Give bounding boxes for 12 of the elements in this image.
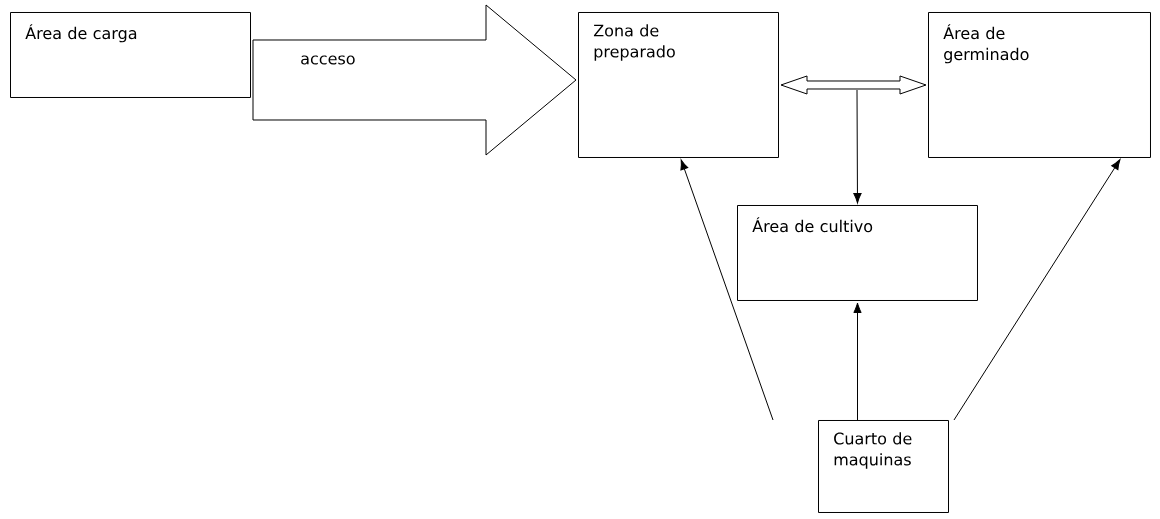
- area-box: Área de cultivo: [737, 205, 978, 301]
- block-arrow: [780, 75, 927, 95]
- block-arrow: [252, 4, 577, 156]
- area-box: Área de carga: [10, 12, 251, 98]
- area-box: Zona de preparado: [578, 12, 779, 158]
- area-box: Área de germinado: [928, 12, 1151, 158]
- arrow: [853, 89, 862, 204]
- area-box: Cuarto de maquinas: [818, 420, 949, 513]
- edge-label: acceso: [301, 55, 355, 65]
- arrow: [953, 159, 1121, 421]
- arrow: [853, 302, 862, 421]
- arrow: [680, 159, 774, 421]
